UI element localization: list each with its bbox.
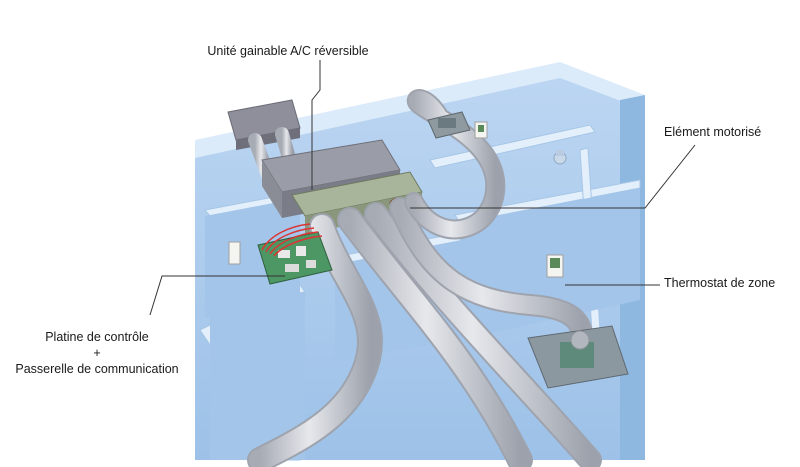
control-board [257, 223, 333, 285]
leader-lines [149, 60, 696, 316]
label-zone-thermostat: Thermostat de zone [664, 276, 776, 290]
label-control-board: Platine de contrôle [45, 330, 149, 344]
leader-motor [410, 144, 696, 209]
label-communication-gateway: Passerelle de communication [15, 362, 179, 376]
label-plus: + [93, 346, 101, 360]
thermostat-left [228, 241, 241, 265]
air-ducts [247, 89, 602, 467]
room-furniture [553, 150, 567, 165]
air-diffuser-bottom [527, 325, 629, 389]
leader-unit [311, 60, 321, 190]
thermostat-top [474, 121, 488, 139]
label-ac-unit: Unité gainable A/C réversible [207, 44, 369, 58]
label-motorized-element: Elément motorisé [664, 125, 762, 139]
air-diffuser-top [427, 111, 471, 139]
thermostat-zone [546, 254, 564, 278]
leader-control [149, 275, 285, 316]
